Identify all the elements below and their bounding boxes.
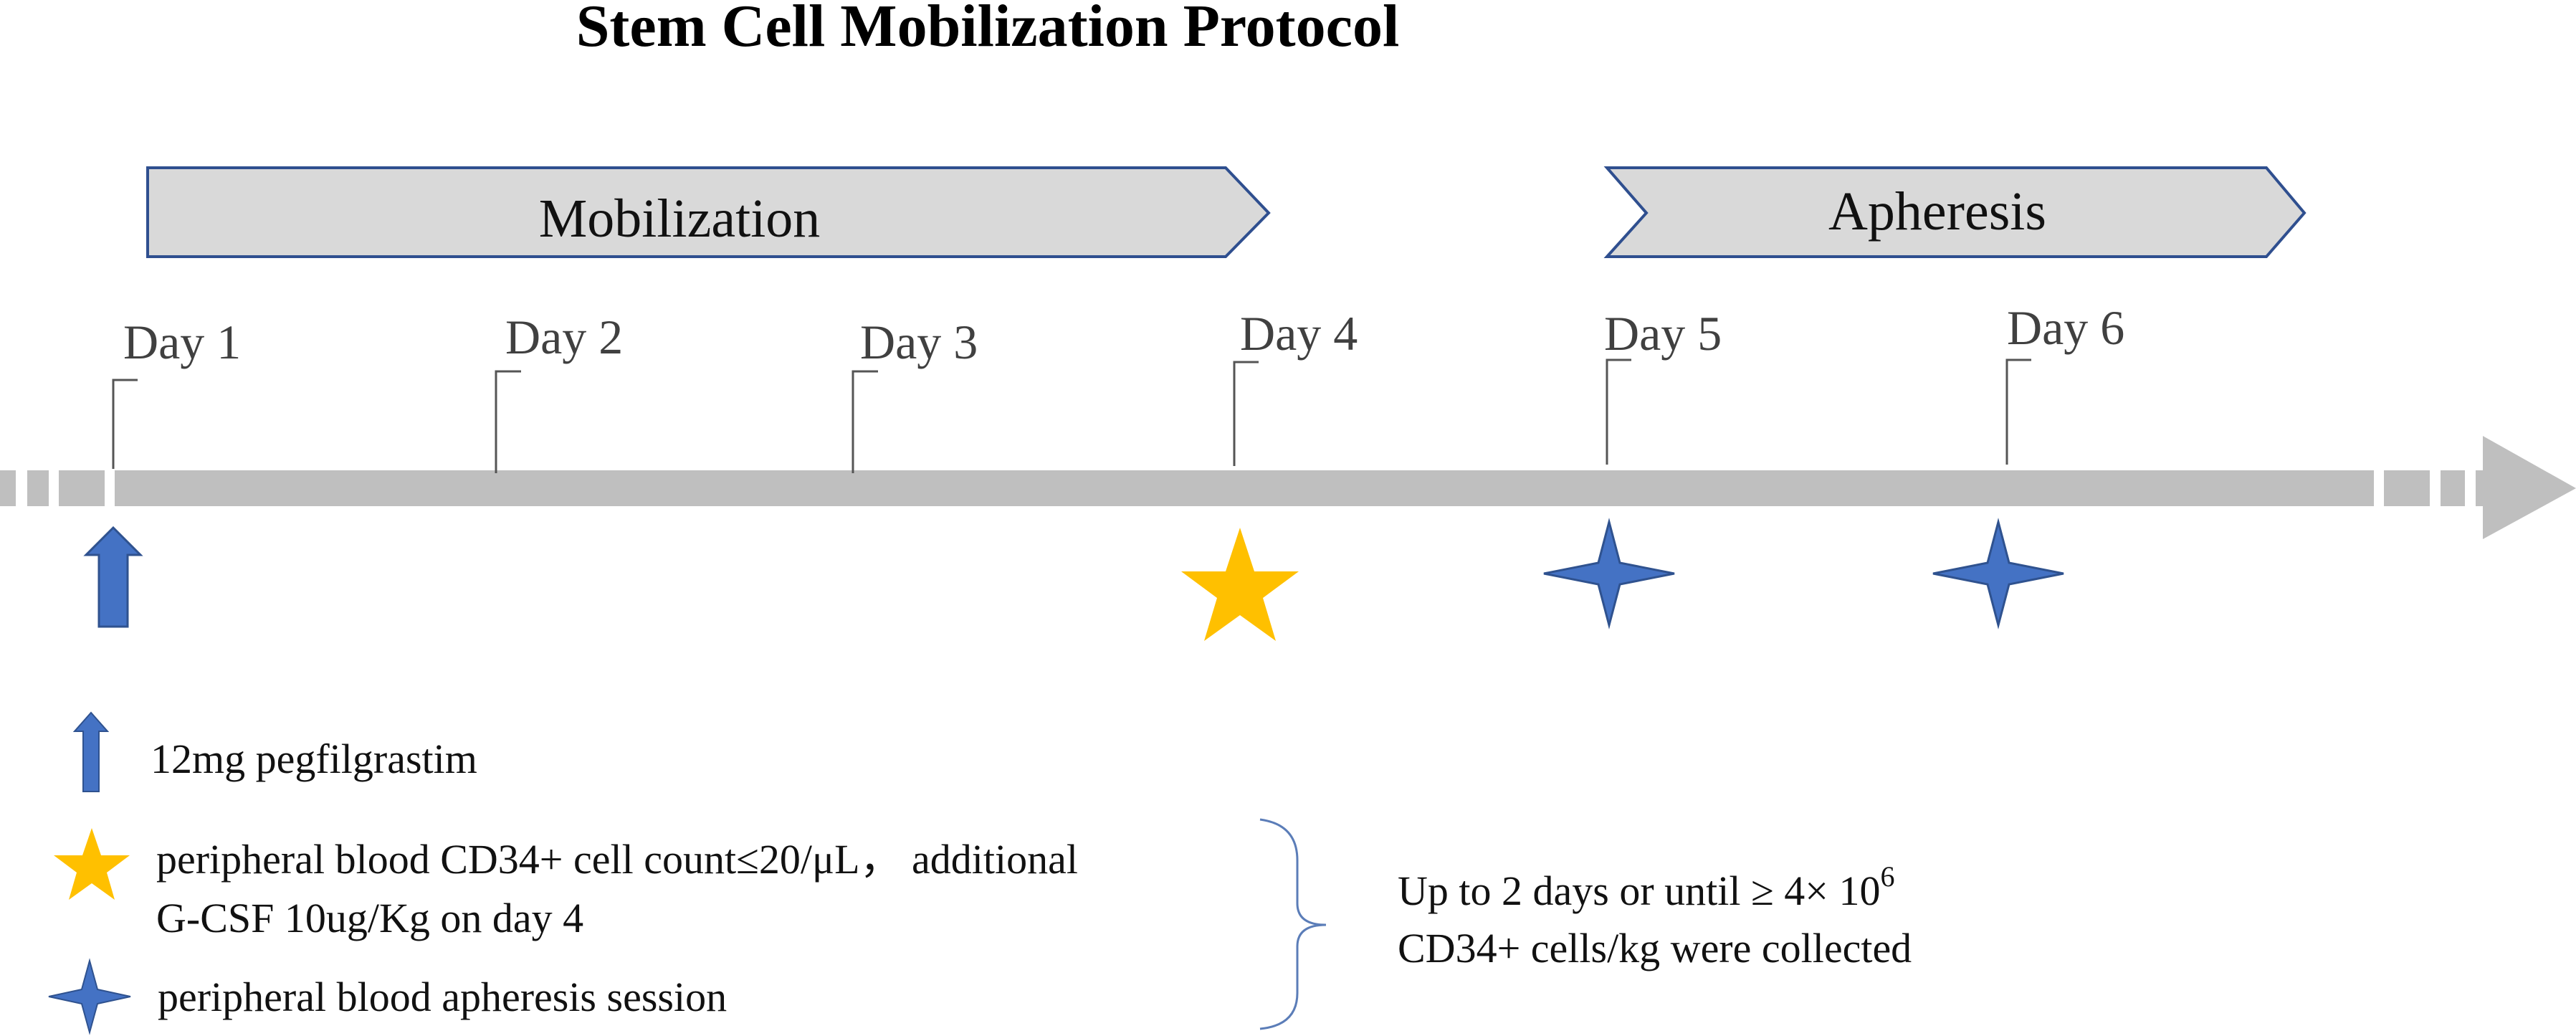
star-icon xyxy=(1181,528,1299,641)
day-tick xyxy=(1606,358,1631,465)
timeline-dash xyxy=(0,470,16,506)
day-tick xyxy=(851,370,878,473)
timeline-dash xyxy=(59,470,105,506)
up-arrow-icon xyxy=(83,526,143,628)
note-line1: Up to 2 days or until ≥ 4× 106 xyxy=(1398,860,1895,914)
collection-note: Up to 2 days or until ≥ 4× 106 CD34+ cel… xyxy=(1398,860,1912,971)
note-line1-text: Up to 2 days or until ≥ 4× 10 xyxy=(1398,868,1881,914)
timeline-dash xyxy=(2384,470,2430,506)
legend: 12mg pegfilgrastim peripheral blood CD34… xyxy=(48,711,1078,1035)
day-label: Day 3 xyxy=(860,315,978,369)
phase-label-apheresis: Apheresis xyxy=(1828,181,2046,242)
day-label: Day 6 xyxy=(2007,300,2124,355)
day-6-marker: Day 6 xyxy=(2005,300,2124,465)
day-1-marker: Day 1 xyxy=(112,315,241,469)
legend-pegfilgrastim: 12mg pegfilgrastim xyxy=(151,736,477,782)
timeline-dash xyxy=(27,470,49,506)
four-point-star-icon xyxy=(1543,518,1675,629)
phase-mobilization: Mobilization xyxy=(146,166,1271,258)
day-5-marker: Day 5 xyxy=(1604,306,1722,465)
day-label: Day 5 xyxy=(1604,306,1722,361)
legend-cd34-line1: peripheral blood CD34+ cell count≤20/μL，… xyxy=(156,836,1078,883)
star-icon xyxy=(54,828,130,900)
timeline-arrowhead xyxy=(2483,436,2576,539)
diagram-title: Stem Cell Mobilization Protocol xyxy=(576,0,1400,60)
legend-cd34-line2: G-CSF 10ug/Kg on day 4 xyxy=(156,895,583,941)
day-4-marker: Day 4 xyxy=(1233,306,1358,466)
four-point-star-icon xyxy=(48,958,131,1035)
note-superscript: 6 xyxy=(1881,860,1895,893)
day-tick xyxy=(112,379,138,469)
day-label: Day 2 xyxy=(505,310,623,364)
day-tick xyxy=(495,370,521,473)
phase-apheresis: Apheresis xyxy=(1603,166,2307,258)
legend-apheresis: peripheral blood apheresis session xyxy=(158,974,727,1020)
timeline-dash xyxy=(2441,470,2465,506)
phase-label-mobilization: Mobilization xyxy=(539,189,821,249)
timeline xyxy=(0,436,2576,539)
day-label: Day 4 xyxy=(1240,306,1358,361)
four-point-star-icon xyxy=(1932,518,2064,629)
timeline-bar xyxy=(115,470,2374,506)
day-tick xyxy=(1233,361,1259,466)
day-2-marker: Day 2 xyxy=(495,310,623,473)
up-arrow-icon xyxy=(72,711,110,792)
legend-brace xyxy=(1259,818,1327,1030)
note-line2: CD34+ cells/kg were collected xyxy=(1398,925,1912,971)
day-3-marker: Day 3 xyxy=(851,315,978,473)
day-tick xyxy=(2005,358,2031,465)
day-label: Day 1 xyxy=(123,315,241,369)
